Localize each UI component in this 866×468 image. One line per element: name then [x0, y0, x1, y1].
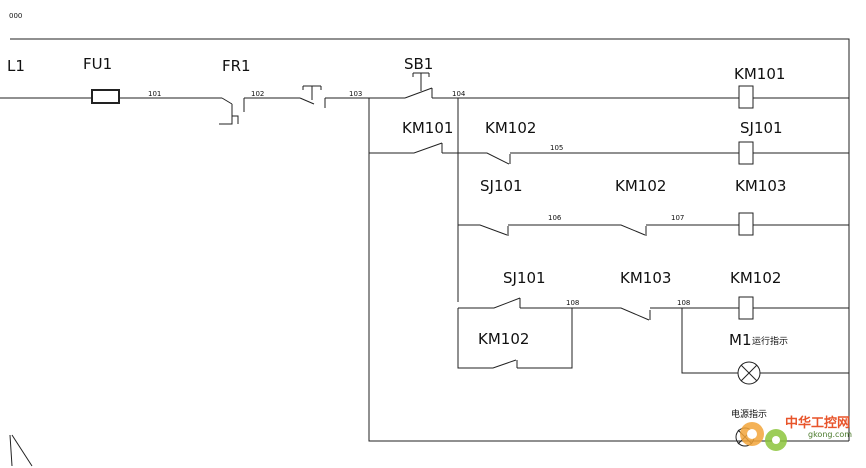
stop-button-contact — [299, 97, 315, 105]
fuse-fu1 — [91, 89, 120, 104]
node-108-a: 108 — [566, 299, 579, 307]
label-m1: M1 — [729, 331, 752, 349]
label-sj101-b: SJ101 — [503, 269, 546, 287]
label-km103-contact: KM103 — [620, 269, 671, 287]
node-106: 106 — [548, 214, 562, 222]
sj101-contact-b — [458, 297, 521, 309]
node-101: 101 — [148, 90, 161, 98]
node-105: 105 — [550, 144, 563, 152]
coil-km101 — [738, 85, 754, 109]
label-sb1: SB1 — [404, 55, 433, 73]
watermark-url: gkong.com — [808, 430, 852, 439]
km102-hold-contact — [457, 308, 517, 369]
label-km102-b: KM102 — [615, 177, 666, 195]
km102-contact-b — [508, 224, 646, 236]
watermark-logo: 中华工控网 gkong.com — [740, 415, 852, 451]
watermark-text: 中华工控网 — [785, 415, 850, 431]
wire-left-bus — [368, 98, 849, 442]
coil-sj101 — [738, 141, 754, 165]
sb1-actuator — [412, 72, 430, 91]
frame-border — [10, 38, 850, 441]
label-fu1: FU1 — [83, 55, 112, 73]
stop-button-actuator — [302, 85, 322, 100]
sj101-contact-a — [458, 224, 508, 236]
label-km102-hold: KM102 — [478, 330, 529, 348]
sb1-contact — [404, 87, 433, 99]
km102-nc-contact — [442, 152, 510, 165]
node-108-b: 108 — [677, 299, 690, 307]
node-104: 104 — [452, 90, 466, 98]
label-sj101-a: SJ101 — [480, 177, 523, 195]
fr1-contact — [221, 97, 233, 105]
wire-hold-return — [517, 308, 573, 369]
node-102: 102 — [251, 90, 264, 98]
km101-seal-contact — [369, 142, 443, 154]
coil-km102 — [738, 296, 754, 320]
wire-lamp-run — [681, 308, 738, 374]
label-power-indicator: 电源指示 — [731, 408, 767, 420]
fr1-thermal-symbol — [219, 104, 239, 125]
label-km103-coil: KM103 — [735, 177, 786, 195]
label-km101-contact: KM101 — [402, 119, 453, 137]
lamp-run — [737, 361, 761, 385]
label-km102-a: KM102 — [485, 119, 536, 137]
node-107: 107 — [671, 214, 684, 222]
km103-contact — [520, 307, 650, 321]
label-km102-coil: KM102 — [730, 269, 781, 287]
label-km101-coil: KM101 — [734, 65, 785, 83]
corner-text: 000 — [9, 12, 22, 20]
label-l1: L1 — [7, 57, 25, 75]
coil-km103 — [738, 212, 754, 236]
gear-icon — [740, 422, 787, 451]
corner-arrow-mark — [9, 434, 33, 467]
label-run-indicator: 运行指示 — [752, 335, 788, 347]
label-sj101-coil: SJ101 — [740, 119, 783, 137]
node-103: 103 — [349, 90, 362, 98]
label-fr1: FR1 — [222, 57, 251, 75]
